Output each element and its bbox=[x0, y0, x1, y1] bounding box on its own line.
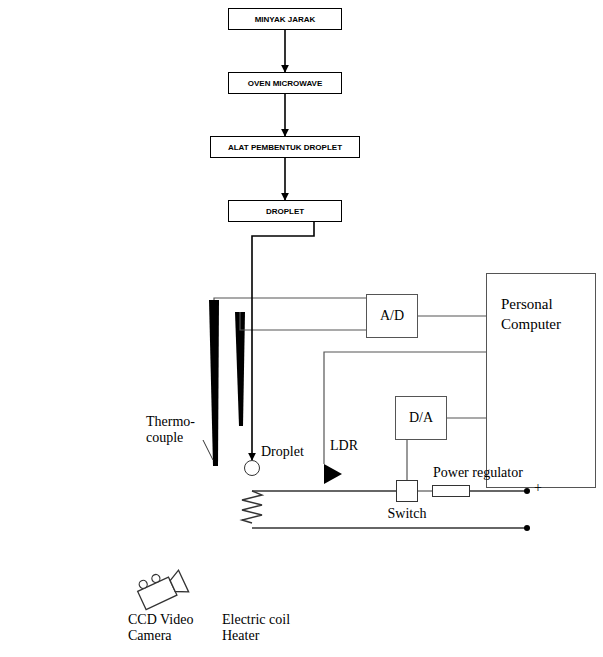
flow-arrow bbox=[284, 30, 286, 72]
node-label: A/D bbox=[380, 308, 404, 324]
switch-box: Switch bbox=[396, 480, 418, 502]
flow-arrow bbox=[284, 94, 286, 136]
process-box: OVEN MICROWAVE bbox=[228, 72, 342, 94]
camera-lens bbox=[168, 570, 189, 597]
signal-wire bbox=[214, 298, 366, 300]
signal-wire bbox=[406, 440, 407, 480]
signal-wire bbox=[240, 312, 366, 330]
terminal-dot bbox=[524, 525, 530, 531]
ldr-symbol bbox=[324, 464, 342, 484]
part-label: + bbox=[534, 480, 554, 496]
ccd-camera-icon bbox=[134, 565, 188, 612]
terminal-dot bbox=[524, 488, 530, 494]
node-label: ALAT PEMBENTUK DROPLET bbox=[228, 143, 342, 152]
flow-arrow bbox=[252, 222, 314, 460]
node-label: OVEN MICROWAVE bbox=[248, 79, 323, 88]
heater-wire bbox=[252, 490, 396, 491]
node-label: DROPLET bbox=[266, 207, 304, 216]
node-label: Power regulator bbox=[433, 465, 523, 480]
process-box: DROPLET bbox=[228, 200, 342, 222]
node-label: Switch bbox=[388, 506, 427, 521]
converter-box: A/D bbox=[366, 294, 418, 338]
droplet-circle: Droplet bbox=[244, 460, 260, 476]
node-label: Personal Computer bbox=[501, 294, 591, 335]
node-label: MINYAK JARAK bbox=[255, 15, 316, 24]
part-label: CCD Video Camera bbox=[128, 612, 223, 644]
thermocouple-leg bbox=[209, 300, 219, 466]
signal-wire bbox=[418, 315, 486, 316]
part-label: Electric coil Heater bbox=[222, 612, 317, 644]
heater-wire bbox=[252, 527, 525, 528]
part-label: LDR bbox=[330, 438, 370, 454]
converter-box: D/A bbox=[395, 396, 447, 440]
camera-reel bbox=[151, 573, 162, 584]
supply-wire bbox=[470, 490, 525, 491]
part-label: Thermo- couple bbox=[146, 414, 204, 446]
coil-heater bbox=[242, 491, 262, 523]
regulator-box: Power regulator bbox=[432, 485, 470, 497]
camera-reel bbox=[138, 579, 149, 590]
computer-box: Personal Computer bbox=[486, 273, 596, 488]
process-box: ALAT PEMBENTUK DROPLET bbox=[210, 136, 360, 158]
signal-wire bbox=[418, 490, 432, 491]
leader-line bbox=[203, 440, 213, 460]
ldr-wire bbox=[324, 352, 486, 464]
node-label: D/A bbox=[409, 410, 433, 426]
process-box: MINYAK JARAK bbox=[228, 8, 342, 30]
node-label: Droplet bbox=[261, 444, 304, 459]
flow-arrow bbox=[284, 158, 286, 200]
signal-wire bbox=[447, 417, 486, 418]
